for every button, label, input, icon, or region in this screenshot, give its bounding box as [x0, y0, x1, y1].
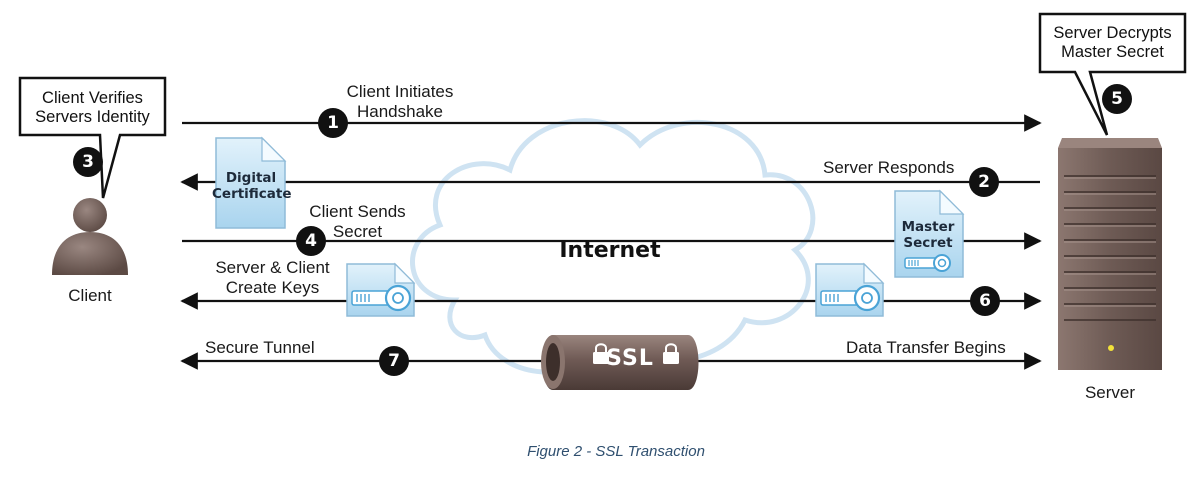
figure-caption: Figure 2 - SSL Transaction: [527, 443, 705, 460]
step-2-label: Server Responds: [823, 158, 955, 177]
ssl-label: SSL: [606, 346, 654, 371]
data-transfer-label: Data Transfer Begins: [846, 338, 1006, 357]
server-led: [1108, 345, 1114, 351]
step-7-badge: 7: [379, 346, 409, 376]
step-6-label: Server & Client Create Keys: [215, 258, 330, 297]
server-label: Server: [1084, 383, 1136, 402]
master-secret-document: [894, 189, 965, 278]
digital-certificate-document: [215, 136, 287, 229]
step-4-badge: 4: [296, 226, 326, 256]
ssl-tunnel-tube: [541, 335, 699, 390]
step-3-badge: 3: [73, 147, 103, 177]
key-card-right-icon: [815, 262, 885, 317]
client-person-icon: [52, 198, 128, 275]
step-2-badge: 2: [969, 167, 999, 197]
step-1-label: Client Initiates Handshake: [346, 82, 454, 121]
step-4-label: Client Sends Secret: [309, 202, 406, 241]
server-tower-icon: [1058, 138, 1162, 370]
client-bubble-text: Client Verifies Servers Identity: [35, 89, 150, 126]
server-speech-bubble: [1038, 12, 1187, 136]
digital-certificate-text: Digital Certificate: [212, 170, 292, 202]
master-secret-key-icon: [904, 254, 951, 272]
step-7-label: Secure Tunnel: [205, 338, 315, 357]
server-bubble-text: Server Decrypts Master Secret: [1053, 24, 1172, 61]
step-5-badge: 5: [1102, 84, 1132, 114]
client-label: Client: [68, 286, 112, 305]
step-1-badge: 1: [318, 108, 348, 138]
step-6-badge: 6: [970, 286, 1000, 316]
key-card-left-icon: [346, 262, 416, 317]
internet-label: Internet: [559, 238, 661, 263]
client-speech-bubble: [18, 76, 167, 199]
master-secret-text: Master Secret: [901, 219, 955, 251]
